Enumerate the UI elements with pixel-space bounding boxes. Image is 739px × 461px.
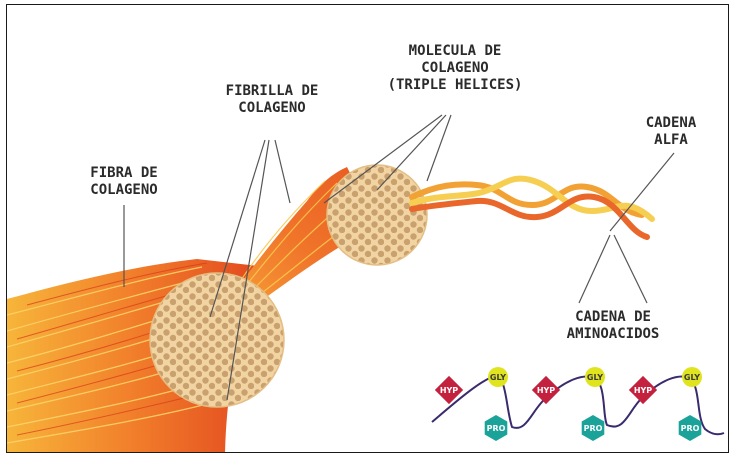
label-line: ALFA: [654, 132, 688, 148]
label-line: FIBRILLA DE: [225, 83, 319, 99]
label-line: COLAGENO: [421, 60, 489, 76]
pro-label: PRO: [681, 424, 700, 433]
label-molecula-de-colageno: MOLECULA DE COLAGENO (TRIPLE HELICES): [375, 43, 535, 94]
label-line: CADENA DE: [575, 309, 651, 325]
gly-label: GLY: [684, 373, 700, 382]
leader-lines: [123, 114, 675, 401]
hyp-marker: [434, 375, 464, 405]
label-line: MOLECULA DE: [408, 43, 502, 59]
amino-acid-markers: HYP GLY PRO HYP GLY PRO HYP GLY PRO: [434, 367, 702, 441]
triple-helix: [409, 175, 655, 240]
label-line: CADENA: [645, 115, 697, 131]
label-line: COLAGENO: [238, 100, 306, 116]
gly-label: GLY: [587, 373, 603, 382]
label-line: AMINOACIDOS: [566, 326, 660, 342]
fiber-cross-section: [149, 272, 285, 408]
gly-marker: [682, 367, 702, 387]
collagen-illustration: [7, 114, 725, 452]
pro-label: PRO: [487, 424, 506, 433]
pro-label: PRO: [584, 424, 603, 433]
diagram-frame: FIBRA DE COLAGENO FIBRILLA DE COLAGENO M…: [6, 4, 729, 453]
label-fibra-de-colageno: FIBRA DE COLAGENO: [69, 165, 179, 199]
fibril-cross-section: [326, 164, 428, 266]
hyp-label: HYP: [634, 386, 652, 395]
gly-marker: [585, 367, 605, 387]
label-cadena-de-aminoacidos: CADENA DE AMINOACIDOS: [553, 309, 673, 343]
label-line: FIBRA DE: [90, 165, 158, 181]
label-fibrilla-de-colageno: FIBRILLA DE COLAGENO: [207, 83, 337, 117]
label-line: COLAGENO: [90, 182, 158, 198]
hyp-marker: [531, 375, 561, 405]
hyp-label: HYP: [537, 386, 555, 395]
label-cadena-alfa: CADENA ALFA: [631, 115, 711, 149]
hyp-marker: [628, 375, 658, 405]
gly-label: GLY: [490, 373, 506, 382]
label-line: (TRIPLE HELICES): [387, 77, 523, 93]
hyp-label: HYP: [440, 386, 458, 395]
pro-marker: [581, 415, 605, 441]
gly-marker: [488, 367, 508, 387]
pro-marker: [484, 415, 508, 441]
pro-marker: [678, 415, 702, 441]
